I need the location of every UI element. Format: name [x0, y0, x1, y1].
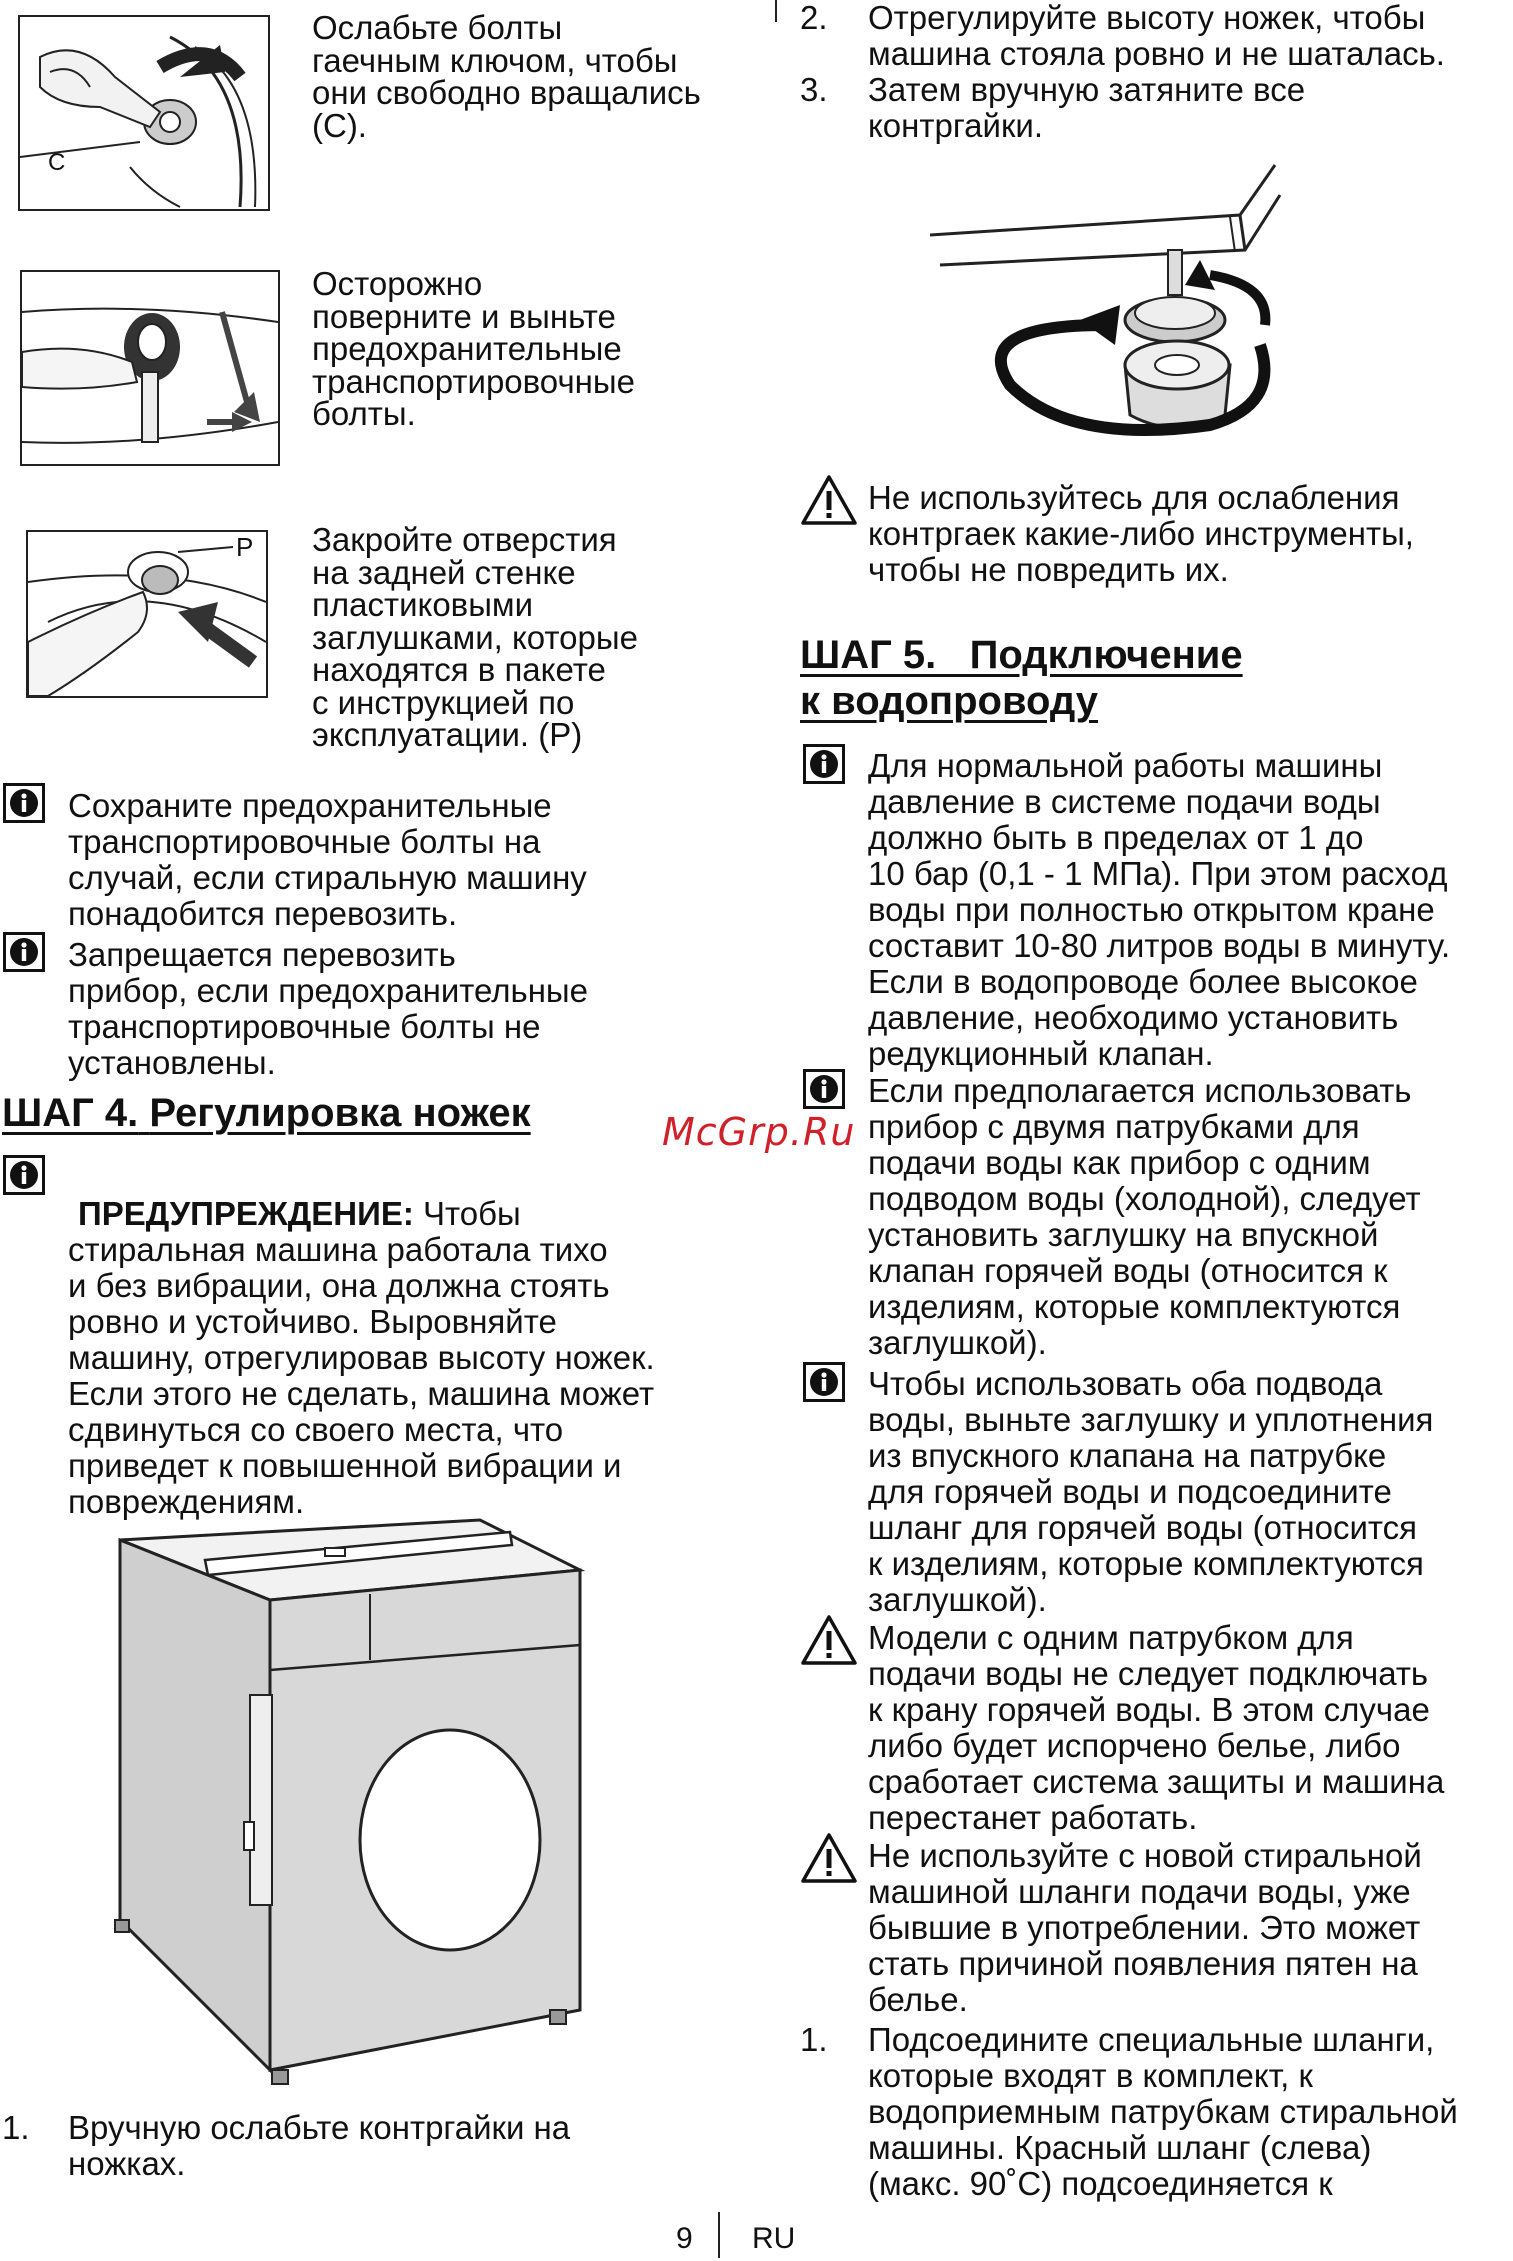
info-icon [803, 744, 845, 784]
step5-line1: ШАГ 5. Подключение [800, 633, 1243, 677]
warning-icon [801, 1833, 857, 1883]
fig1-caption: Ослабьте болты гаечным ключом, чтобы они… [312, 9, 701, 144]
language-code: RU [752, 2222, 796, 2255]
column-divider [775, 0, 777, 22]
step4-title: Регулировка ножек [149, 1091, 531, 1135]
list-item-connect-hoses: Подсоедините специальные шланги, которые… [868, 2021, 1458, 2202]
washing-machine-illustration [114, 1518, 586, 2085]
warning-first: Чтобы [413, 1195, 521, 1232]
plug-illustration [28, 546, 266, 696]
fig2-caption: Осторожно поверните и выньте предохранит… [312, 265, 635, 432]
info-icon [3, 783, 45, 823]
list-number: 2. [800, 0, 828, 36]
foot-adjustment-illustration [930, 164, 1282, 436]
step4-heading: ШАГ 4. Регулировка ножек [2, 1090, 702, 1136]
warning-label: ПРЕДУПРЕЖДЕНИЕ: [78, 1195, 414, 1232]
step4-prefix: ШАГ 4. [2, 1091, 139, 1135]
warning-no-tools: Не используйтесь для ослабления контргае… [868, 479, 1414, 588]
figure-label-c: C [48, 149, 66, 176]
warning-icon [801, 475, 857, 525]
list-number: 1. [800, 2021, 828, 2058]
warning-icon [801, 1615, 857, 1665]
step5-line2: к водопроводу [800, 679, 1099, 723]
warning-rest: стиральная машина работала тихо и без ви… [68, 1231, 655, 1520]
warning-single-inlet: Модели с одним патрубком для подачи воды… [868, 1619, 1445, 1836]
figure-wrench-bolts: C [18, 15, 270, 211]
info-both-inlets: Чтобы использовать оба подвода воды, вын… [868, 1365, 1434, 1618]
list-item-loosen-nuts: Вручную ослабьте контргайки на ножках. [68, 2109, 571, 2182]
fig3-caption: Закройте отверстия на задней стенке плас… [312, 521, 638, 753]
footer-divider [718, 2212, 720, 2258]
page-number: 9 [676, 2222, 693, 2255]
list-number: 1. [2, 2109, 30, 2146]
info-icon [3, 1155, 45, 1195]
remove-bolt-illustration [22, 307, 278, 444]
figure-plugs: P [26, 530, 268, 698]
step5-heading: ШАГ 5. Подключение к водопроводу [800, 632, 1500, 724]
list-number: 3. [800, 71, 828, 108]
info-icon [3, 932, 45, 972]
figure-label-p: P [236, 532, 254, 562]
wrench-illustration [20, 35, 257, 208]
info-two-inlets: Если предполагается использовать прибор … [868, 1072, 1421, 1361]
list-item-tighten-nuts: Затем вручную затяните все контргайки. [868, 71, 1306, 144]
info-icon [803, 1069, 845, 1109]
warning-used-hoses: Не используйте с новой стиральной машино… [868, 1837, 1422, 2018]
note-no-transport: Запрещается перевозить прибор, если пред… [68, 936, 589, 1081]
info-icon [803, 1362, 845, 1402]
list-item-adjust-height: Отрегулируйте высоту ножек, чтобы машина… [868, 0, 1445, 72]
figure-remove-bolts [20, 270, 280, 466]
watermark: McGrp.Ru [662, 1110, 856, 1154]
note-keep-bolts: Сохраните предохранительные транспортиро… [68, 787, 587, 932]
info-water-pressure: Для нормальной работы машины давление в … [868, 747, 1451, 1072]
